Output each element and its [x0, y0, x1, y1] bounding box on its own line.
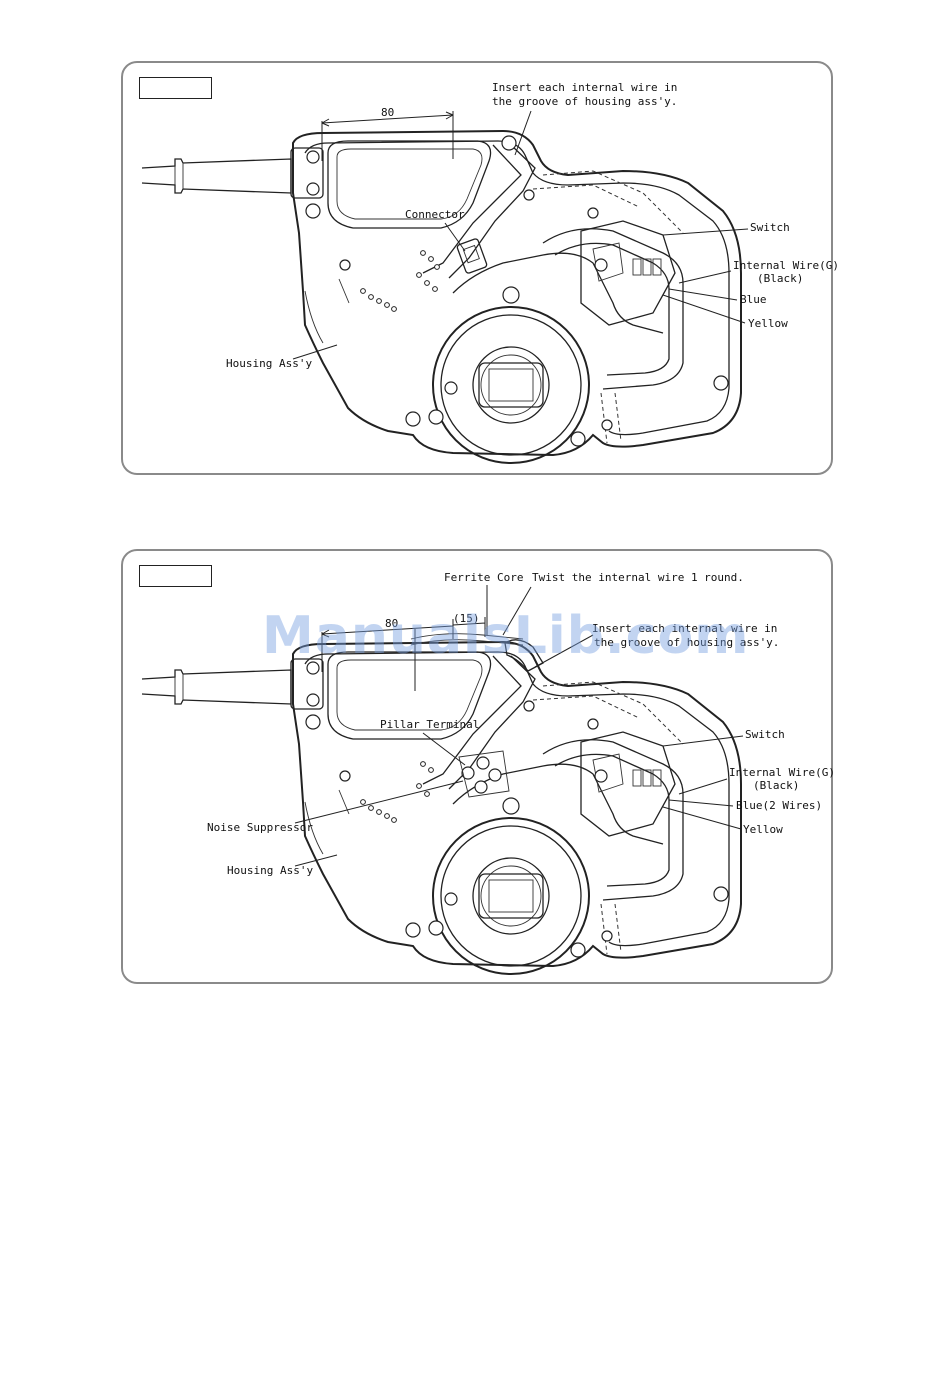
figure-number-box: [139, 565, 212, 587]
label-internal-wire-line1: Internal Wire(G): [729, 766, 835, 779]
wiring-diagram-1: 80 Insert each internal wire in the groo…: [141, 81, 839, 464]
label-insert-wire-line2: the groove of housing ass'y.: [594, 636, 779, 649]
dimension-15: (15): [453, 612, 480, 625]
label-noise-suppressor: Noise Suppressor: [207, 821, 313, 834]
label-switch: Switch: [750, 221, 790, 234]
dimension-80: 80: [381, 106, 394, 119]
label-yellow: Yellow: [743, 823, 783, 836]
dimension-80: 80: [385, 617, 398, 630]
label-internal-wire-line1: Internal Wire(G): [733, 259, 839, 272]
label-insert-wire-line1: Insert each internal wire in: [592, 622, 777, 635]
label-housing: Housing Ass'y: [226, 357, 312, 370]
label-pillar-terminal: Pillar Terminal: [380, 718, 479, 731]
label-internal-wire-line2: (Black): [757, 272, 803, 285]
figure-panel-2: 80 (15) Ferrite Core Twist the internal …: [121, 549, 835, 984]
label-insert-wire-line2: the groove of housing ass'y.: [492, 95, 677, 108]
label-internal-wire-line2: (Black): [753, 779, 799, 792]
figure-number-box: [139, 77, 212, 99]
label-blue: Blue: [740, 293, 767, 306]
label-twist-wire: Twist the internal wire 1 round.: [532, 571, 744, 584]
label-blue-2-wires: Blue(2 Wires): [736, 799, 822, 812]
label-housing: Housing Ass'y: [227, 864, 313, 877]
label-switch: Switch: [745, 728, 785, 741]
label-insert-wire-line1: Insert each internal wire in: [492, 81, 677, 94]
wiring-diagram-2: 80 (15) Ferrite Core Twist the internal …: [141, 571, 835, 975]
label-yellow: Yellow: [748, 317, 788, 330]
figure-panel-1: 80 Insert each internal wire in the groo…: [121, 61, 839, 475]
watermark-text: ManualsLib.com: [262, 606, 750, 666]
label-connector: Connector: [405, 208, 465, 221]
label-ferrite-core: Ferrite Core: [444, 571, 523, 584]
